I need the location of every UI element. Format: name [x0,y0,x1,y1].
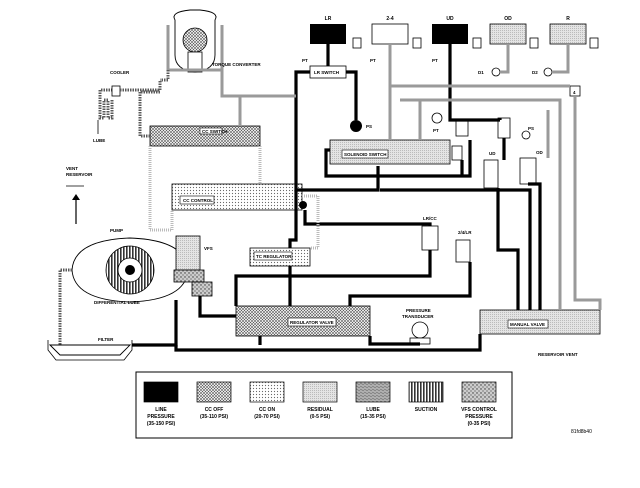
two-four-lr-solenoid: 2/4/LR [455,230,472,263]
lr-label: LR [325,16,332,22]
pt-label-ud: PT [432,58,438,63]
differential-lube-label: DIFFERENTIAL LUBE [94,300,140,305]
four-label: 4 [573,90,576,95]
cc-circuits [148,146,320,250]
legend-label-4-2: (15-35 PSI) [360,414,386,420]
d2-label: D2 [532,70,538,75]
pt-label-mid: PT [433,128,439,133]
filter-label: FILTER [98,337,114,342]
cc-switch-label: CC SWITCH [202,129,228,134]
tc-regulator-label: TC REGULATOR [256,254,292,259]
two-four-label: 2-4 [386,16,393,22]
legend-label-4-1: LUBE [366,407,380,413]
torque-converter: TORQUE CONVERTER [166,9,261,73]
legend-label-3-1: RESIDUAL [307,407,333,413]
pump-label: PUMP [110,228,123,233]
legend-label-6-1: VFS CONTROL [461,407,497,413]
legend-swatch-stripes [408,381,444,403]
ps-right-label: PS [528,126,534,131]
ud-small-label: UD [489,151,496,156]
od-label: OD [504,16,512,22]
ud-label: UD [446,16,454,22]
tc-regulator-valve: TC REGULATOR [249,247,311,267]
legend-label-1-2: (35-110 PSI) [200,414,228,420]
legend-label-0-2: PRESSURE [147,414,175,420]
legend-label-1-1: CC OFF [205,407,224,413]
legend-swatch-solid [143,381,179,403]
cc-control-label: CC CONTROL [183,198,213,203]
r-label: R [566,16,570,22]
torque-converter-label: TORQUE CONVERTER [212,62,261,67]
legend-label-0-1: LINE [155,407,167,413]
r-clutch: R [549,16,587,45]
d1-label: D1 [478,70,484,75]
legend-label-2-2: (20-70 PSI) [254,414,280,420]
lube-label: LUBE [93,138,105,143]
legend-swatch-speckle [461,381,497,403]
manual-valve: MANUAL VALVE RESERVOIR VENT [479,309,601,357]
solenoid-switch-valve: SOLENOID SWITCH PS PT [329,112,451,165]
ud-clutch: UD [432,16,468,44]
legend-label-6-3: (0-35 PSI) [468,421,491,427]
pump: PUMP DIFFERENTIAL LUBE [71,228,189,305]
cc-switch-valve: CC SWITCH [149,125,261,147]
pressure-switch-icons: PT PT PT D1 D2 4 [302,37,599,97]
residual-circuits [220,44,602,310]
pt-label-24: PT [370,58,376,63]
solenoid-switch-label: SOLENOID SWITCH [344,152,387,157]
legend-swatch-dots [249,381,285,403]
lube-circuits [58,70,170,345]
vfs-solenoid: VFS [173,235,213,297]
legend-label-6-2: PRESSURE [465,414,493,420]
lr-switch-label: LR SWITCH [314,70,339,75]
two-four-clutch: 2-4 [371,16,409,45]
cc-control-valve: CC CONTROL [171,183,307,211]
pt-label-lr: PT [302,58,308,63]
line-pressure-circuits [132,44,542,352]
transducer-label: TRANSDUCER [402,314,434,319]
regulator-valve-label: REGULATOR VALVE [290,320,334,325]
lr-switch: LR SWITCH [309,65,347,79]
pressure-transducer: PRESSURE TRANSDUCER [402,308,434,345]
vent-label: VENT [66,166,78,171]
vfs-label: VFS [204,246,213,251]
legend-label-5-1: SUCTION [415,407,438,413]
legend-label-2-1: CC ON [259,407,276,413]
cooler-label: COOLER [110,70,130,75]
lrcc-label: LR/CC [423,216,437,221]
manual-valve-label: MANUAL VALVE [510,322,545,327]
cooler: COOLER LUBE [93,70,162,143]
pressure-label: PRESSURE [406,308,431,313]
vent-reservoir: VENT RESERVOIR [66,166,93,224]
solenoid-valves: UD PS OD [451,117,544,189]
lr-clutch: LR [310,16,346,44]
legend-swatch-fine [302,381,338,403]
two-four-lr-label: 2/4/LR [458,230,472,235]
od-clutch: OD [489,16,527,45]
reservoir-vent-label: RESERVOIR VENT [538,352,578,357]
filter: FILTER [47,337,133,361]
od-small-label: OD [536,150,544,155]
regulator-valve: REGULATOR VALVE [235,305,371,337]
legend-swatch-wave [355,381,391,403]
reservoir-label: RESERVOIR [66,172,93,177]
legend-swatch-crosshatch [196,381,232,403]
legend-label-3-2: (0-5 PSI) [310,414,330,420]
ps-label: PS [366,124,372,129]
figure-id: 81fd8b40 [571,429,592,435]
lrcc-solenoid: LR/CC [421,216,439,251]
legend-label-0-3: (35-150 PSI) [147,421,176,427]
